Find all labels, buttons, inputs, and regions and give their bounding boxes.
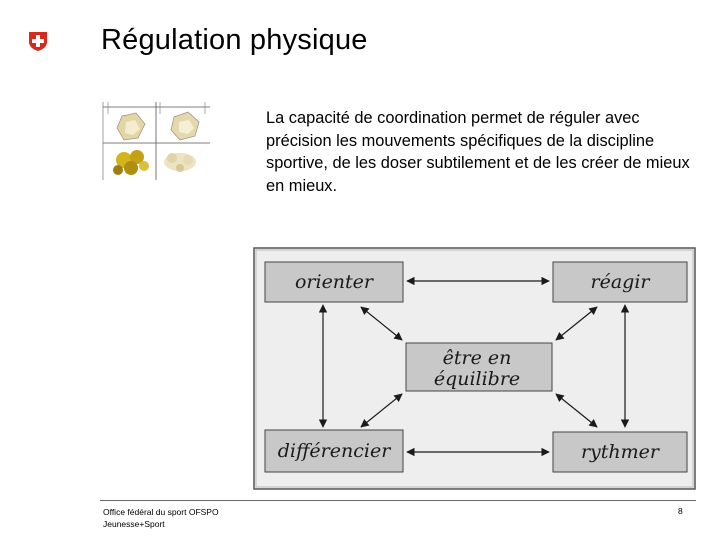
description-text: La capacité de coordination permet de ré… [266, 109, 690, 195]
coordination-icons-thumbnail [100, 100, 212, 182]
node-differencier: différencier [264, 429, 404, 473]
slide-title: Régulation physique [101, 24, 368, 56]
node-orienter-label: orienter [295, 271, 375, 293]
node-differencier-label: différencier [278, 440, 392, 462]
swiss-cross-icon [29, 32, 47, 51]
node-equilibre: être en équilibre [405, 342, 553, 392]
node-rythmer-label: rythmer [581, 441, 661, 463]
footer-organization: Office fédéral du sport OFSPO Jeunesse+S… [103, 506, 219, 530]
node-rythmer: rythmer [552, 431, 688, 473]
diagram-arrows [318, 276, 630, 457]
footer-office: Office fédéral du sport OFSPO [103, 507, 219, 517]
node-equilibre-label-1: être en [443, 347, 512, 369]
node-reagir: réagir [552, 261, 688, 303]
footer-divider [100, 500, 696, 501]
page-number: 8 [678, 506, 683, 516]
coordination-diagram: orienter réagir être en équilibre différ… [253, 247, 696, 490]
footer-program: Jeunesse+Sport [103, 519, 165, 529]
node-reagir-label: réagir [591, 271, 652, 293]
node-orienter: orienter [264, 261, 404, 303]
node-equilibre-label-2: équilibre [434, 368, 520, 390]
